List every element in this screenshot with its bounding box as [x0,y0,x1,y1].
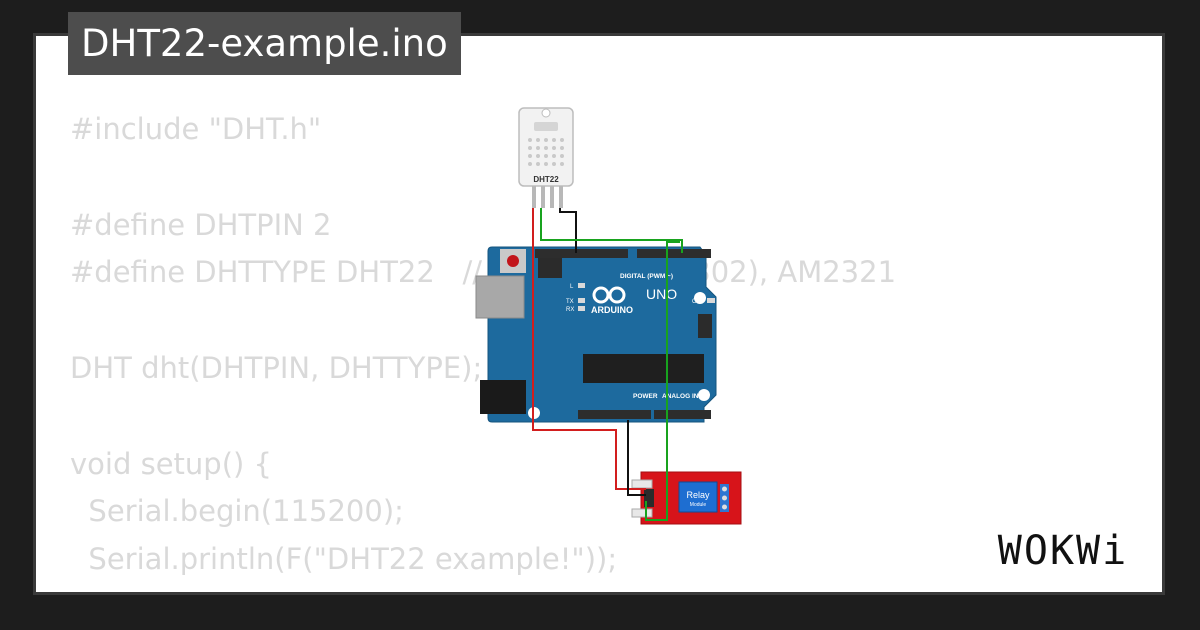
power-label: POWER [633,393,658,400]
relay-module[interactable]: Relay Module [631,471,742,525]
arduino-logo-text: ARDUINO [591,305,633,315]
power-header [578,410,651,419]
usb-port [475,275,525,319]
microcontroller-chip [583,354,704,383]
code-line: void setup() { [70,446,272,481]
relay-label: Relay [686,490,710,500]
sketch-title: DHT22-example.ino [68,12,461,75]
code-line: DHT dht(DHTPIN, DHTTYPE); [70,350,483,385]
code-line: #define DHTPIN 2 [70,207,332,242]
on-label: ON [692,299,701,305]
power-jack [480,380,526,414]
wire-black-dht-gnd [559,208,577,253]
led-l-label: L [570,284,574,290]
code-line: Serial.begin(115200); [70,494,404,529]
code-line: pinMode(4, OUTPUT); [70,584,896,592]
analog-header [654,410,711,419]
digital-label: DIGITAL (PWM ~) [620,273,673,280]
wire-green-relay-in [645,241,680,521]
dht-label: DHT22 [533,175,559,184]
code-line: Serial.println(F("DHT22 example!")); [70,542,618,577]
wire-red-vcc [532,208,646,490]
code-line: #include "DHT.h" [70,112,322,146]
wires [532,208,683,521]
rx-label: RX [566,307,574,313]
wokwi-logo: WOKWi [975,525,1151,577]
preview-card: #include "DHT.h"#define DHTPIN 2#define … [33,33,1165,595]
analog-label: ANALOG IN [662,393,699,400]
wire-black-relay-gnd [627,420,646,496]
uno-label: UNO [646,286,677,302]
tx-label: TX [566,299,574,305]
arduino-logo-icon [592,286,626,304]
digital-header-high [535,249,628,258]
arduino-uno-board[interactable]: DIGITAL (PWM ~) ARDUINO UNO POWER ANALOG… [475,246,717,423]
code-preview: #include "DHT.h"#define DHTPIN 2#define … [70,106,896,592]
wire-green-data [540,208,683,253]
dht22-sensor[interactable]: DHT22 [518,107,574,208]
digital-header-low [637,249,711,258]
relay-sub-label: Module [690,502,707,508]
